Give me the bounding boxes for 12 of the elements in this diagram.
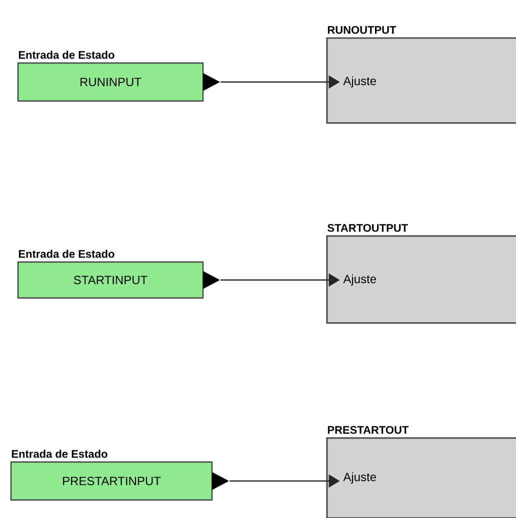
input-block: STARTINPUT — [17, 261, 220, 299]
input-block: RUNINPUT — [17, 62, 220, 102]
input-block: PRESTARTINPUT — [10, 461, 229, 501]
block-heading: PRESTARTOUT — [328, 426, 409, 434]
port-label: Ajuste — [343, 274, 376, 286]
block-heading: RUNOUTPUT — [328, 26, 396, 34]
port-label: Ajuste — [343, 76, 376, 88]
block-heading: Entrada de Estado — [12, 450, 108, 458]
block-heading: Entrada de Estado — [18, 250, 114, 258]
port-label: Ajuste — [343, 472, 376, 484]
block-heading: STARTOUTPUT — [328, 224, 408, 232]
block-heading: Entrada de Estado — [18, 50, 114, 59]
